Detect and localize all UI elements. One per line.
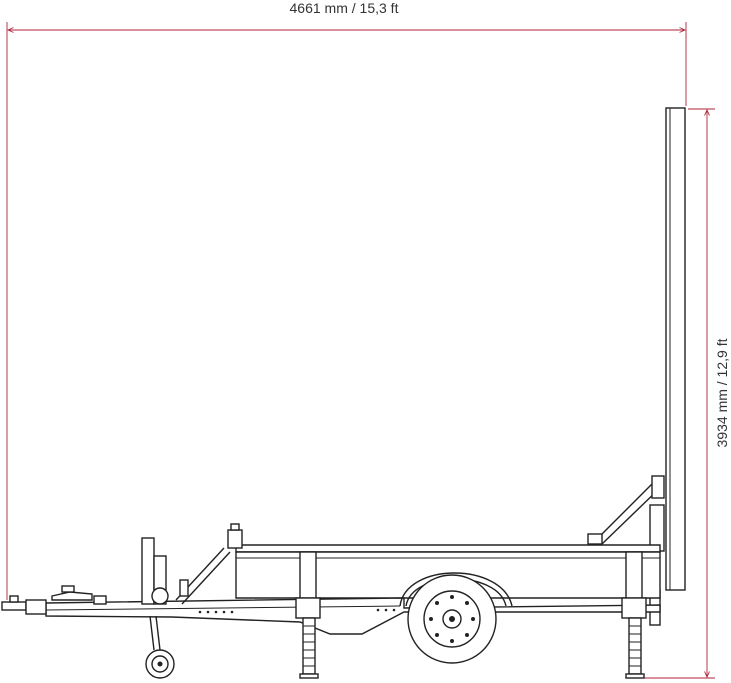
height-label: 3934 mm / 12,9 ft	[714, 338, 730, 447]
chassis-frame	[45, 597, 661, 635]
rear-support-leg	[621, 551, 647, 679]
front-support-leg	[295, 551, 321, 679]
height-dimension: 3934 mm / 12,9 ft	[640, 108, 730, 679]
frame-holes	[198, 608, 396, 614]
road-wheel	[407, 574, 497, 664]
tow-hitch	[1, 585, 107, 615]
width-label: 4661 mm / 15,3 ft	[290, 0, 399, 16]
mast-strut	[587, 475, 665, 552]
jockey-wheel	[141, 537, 231, 679]
width-dimension: 4661 mm / 15,3 ft	[6, 0, 687, 600]
